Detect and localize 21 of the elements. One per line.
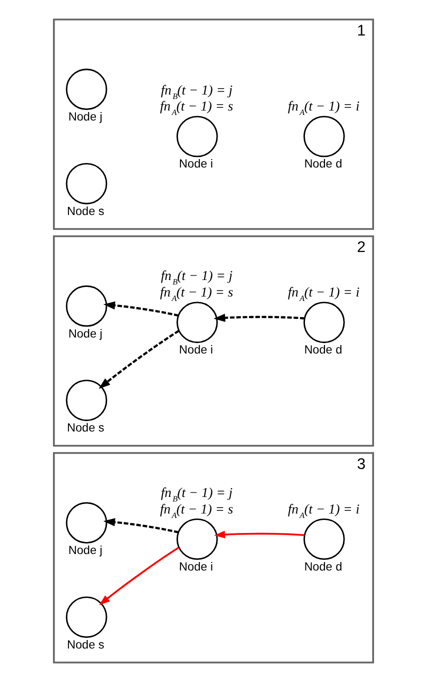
node-label: Node s xyxy=(67,638,104,652)
node-label: fn$_{A}$(t − 1) = s xyxy=(160,284,234,304)
node-label: Node d xyxy=(304,560,342,574)
node-label: fn$_{A}$(t − 1) = s xyxy=(160,98,234,118)
node-label: fn$_{A}$(t − 1) = i xyxy=(288,284,360,304)
node-label: Node i xyxy=(179,560,214,574)
node-label: Node d xyxy=(304,344,342,357)
node-label: fn$_{A}$(t − 1) = i xyxy=(288,98,360,118)
node-label: fn$_{A}$(t − 1) = s xyxy=(160,501,234,520)
node-label: Node j xyxy=(68,110,102,124)
node-label: Node s xyxy=(67,422,104,435)
node-label: Node j xyxy=(68,544,102,558)
node-label: fn$_{B}$(t − 1) = j xyxy=(160,82,233,101)
node-label: fn$_{A}$(t − 1) = i xyxy=(288,501,360,520)
node-label: Node s xyxy=(67,204,104,218)
node-label: Node d xyxy=(304,158,342,171)
node-label: fn$_{B}$(t − 1) = j xyxy=(160,484,233,504)
node-label: Node i xyxy=(179,344,214,357)
node-label: Node i xyxy=(179,158,214,171)
node-label: fn$_{B}$(t − 1) = j xyxy=(160,268,233,287)
node-label: Node j xyxy=(68,327,102,340)
